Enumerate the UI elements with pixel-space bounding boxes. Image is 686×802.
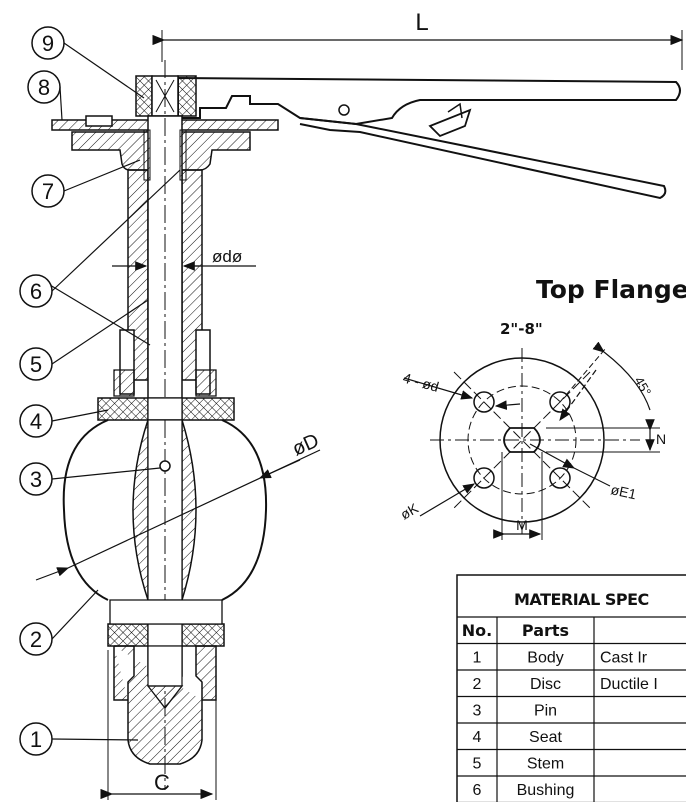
callout-number: 9 xyxy=(42,31,54,56)
holes-label: 4 - ød xyxy=(401,370,441,395)
handle-hub xyxy=(135,75,197,117)
top-flange xyxy=(71,131,251,397)
body-width-dimension: C xyxy=(100,650,217,800)
callout-number: 2 xyxy=(30,627,42,652)
table-cell: Bushing xyxy=(517,782,575,799)
table-row: 5 Stem xyxy=(473,756,565,773)
material-table: Material Spec No. Parts 1 Body Cast Ir 2 Disc D… xyxy=(456,574,686,802)
top-flange-detail: Top Flange 2"-8" M N 4 - ød 45° øK øE1 xyxy=(398,275,686,540)
table-row: 3 Pin xyxy=(473,703,558,720)
table-cell: No. xyxy=(462,621,492,640)
bore-label: øE1 xyxy=(609,481,638,502)
length-label: L xyxy=(415,9,428,36)
callout-number: 5 xyxy=(30,352,42,377)
stem-diameter-label: ødø xyxy=(212,247,242,266)
callout-number: 4 xyxy=(30,409,42,434)
table-cell: 3 xyxy=(473,703,482,720)
table-cell: 6 xyxy=(473,782,482,799)
callout-4: 4 xyxy=(19,404,109,438)
dim-n-label: N xyxy=(656,431,666,447)
table-cell: Body xyxy=(527,650,563,667)
callout-number: 6 xyxy=(30,279,42,304)
bolt-hole xyxy=(473,467,495,489)
callout-number: 8 xyxy=(38,75,50,100)
handle xyxy=(177,76,681,200)
callout-3: 3 xyxy=(19,462,161,496)
table-cell: Cast Ir xyxy=(600,650,648,667)
top-flange-title: Top Flange xyxy=(536,275,686,304)
callouts: 1 2 3 4 5 6 7 8 9 xyxy=(19,26,181,756)
callout-6: 6 xyxy=(19,169,181,346)
table-row: 6 Bushing xyxy=(473,782,575,799)
table-cell: 1 xyxy=(473,650,482,667)
size-range-label: 2"-8" xyxy=(500,320,543,338)
table-cell: 5 xyxy=(473,756,482,773)
table-cell: Parts xyxy=(522,621,569,640)
dim-m-label: M xyxy=(516,517,528,533)
body-bottom xyxy=(109,599,223,765)
stem-bore xyxy=(503,427,541,453)
disc xyxy=(62,419,268,601)
callout-number: 3 xyxy=(30,467,42,492)
table-cell: Stem xyxy=(527,756,564,773)
callout-number: 7 xyxy=(42,179,54,204)
length-dimension: L xyxy=(152,9,684,70)
table-cell: 2 xyxy=(473,676,482,693)
table-row: 4 Seat xyxy=(473,729,563,746)
callout-5: 5 xyxy=(19,299,149,381)
table-cell: Disc xyxy=(530,676,561,693)
body-width-label: C xyxy=(154,770,170,795)
callout-1: 1 xyxy=(19,722,139,756)
table-cell: 4 xyxy=(473,729,482,746)
disc-diameter-label: øD xyxy=(289,430,322,461)
table-header: No. Parts xyxy=(462,621,569,640)
pcd-label: øK xyxy=(398,499,422,522)
bolt-hole xyxy=(549,467,571,489)
bolt-hole xyxy=(473,391,495,413)
callout-7: 7 xyxy=(31,159,141,208)
table-cell: Ductile I xyxy=(600,676,658,693)
table-cell: Pin xyxy=(534,703,557,720)
table-title: Material Spec xyxy=(514,590,649,609)
table-row: 1 Body Cast Ir xyxy=(473,650,648,667)
callout-2: 2 xyxy=(19,589,99,656)
angle-label: 45° xyxy=(631,374,654,399)
table-row: 2 Disc Ductile I xyxy=(473,676,658,693)
callout-number: 1 xyxy=(30,727,42,752)
table-cell: Seat xyxy=(529,729,562,746)
pin xyxy=(159,460,171,472)
stem-diameter-dimension: ødø xyxy=(112,247,256,271)
callout-9: 9 xyxy=(31,26,145,99)
callout-8: 8 xyxy=(27,70,63,121)
